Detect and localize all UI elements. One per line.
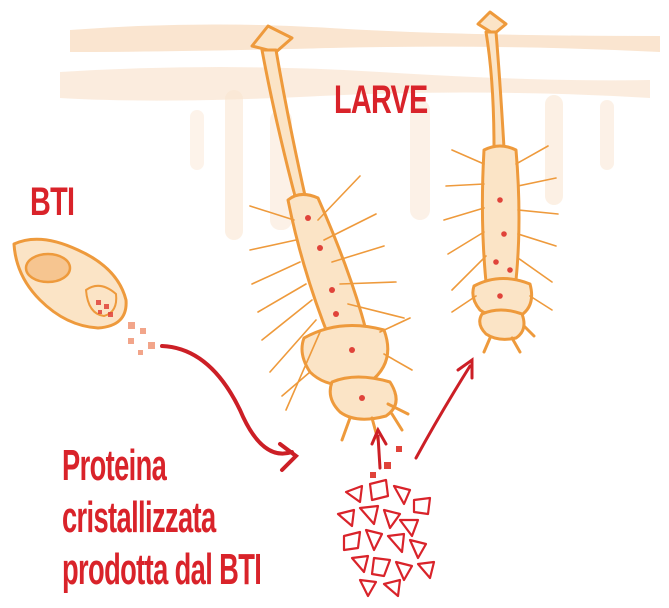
arrow-crystals-to-larva-right (416, 360, 472, 458)
abdomen (288, 194, 366, 340)
nucleus (26, 254, 70, 282)
protein-label-line2: cristallizzata (62, 492, 261, 544)
crystals-rising (370, 446, 402, 478)
protein-label-line1: Proteina (62, 440, 261, 492)
protein-label: Proteina cristallizzata prodotta dal BTI (62, 440, 261, 596)
bti-label: BTI (30, 180, 74, 225)
thorax (302, 326, 388, 386)
arrow-crystals-to-larva-left (372, 430, 386, 468)
water-surface (60, 24, 660, 240)
bti-bacterium (14, 239, 126, 328)
protein-crystals (338, 480, 434, 596)
larvae-label: LARVE (334, 78, 427, 123)
protein-label-line3: prodotta dal BTI (62, 544, 261, 596)
abdomen (482, 146, 519, 282)
head (480, 310, 524, 339)
released-crystals (128, 322, 155, 355)
larva-right (444, 12, 558, 352)
